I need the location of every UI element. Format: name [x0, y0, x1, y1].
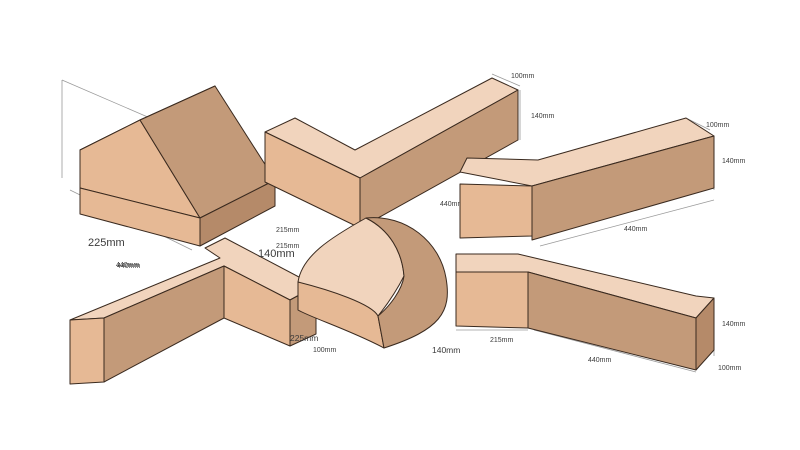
angle-bottom-dim-215: 215mm — [490, 337, 514, 344]
dimension-line — [539, 199, 715, 247]
corner-bottom-dim-440: 440mm — [116, 262, 140, 269]
corner-brick-top: 100mm 140mm 440mm — [264, 73, 555, 229]
corner-top-dim-140: 140mm — [531, 113, 555, 120]
cant-dim-215: 215mm — [276, 243, 300, 250]
angle-bottom-dim-440: 440mm — [588, 357, 612, 364]
cant-dim-440: 440mm — [117, 263, 141, 270]
cant-brick: 225mm 440mm 215mm — [61, 79, 300, 270]
center-dim-140: 140mm — [258, 248, 295, 260]
brick-face-front — [459, 183, 533, 239]
brick-face-front — [69, 317, 105, 385]
angle-top-dim-140: 140mm — [722, 158, 746, 165]
dimension-line — [61, 79, 151, 119]
angle-brick-top: 100mm 140mm 440mm — [459, 117, 746, 247]
dimension-line — [491, 73, 521, 87]
bullnose-brick: 215mm 140mm — [276, 217, 460, 355]
bullnose-dim-140: 140mm — [432, 345, 460, 355]
brick-face-front — [455, 271, 529, 329]
brick-face-end — [695, 297, 715, 371]
bullnose-dim-215: 215mm — [276, 227, 300, 234]
brick-face-base-front — [79, 187, 201, 247]
dimension-line — [533, 329, 697, 373]
corner-bottom-dim-225: 225mm — [290, 333, 318, 343]
angle-brick-bottom: 140mm 215mm 440mm 100mm — [455, 253, 746, 373]
angle-bottom-dim-140: 140mm — [722, 321, 746, 328]
brick-face-side — [359, 89, 519, 229]
corner-top-dim-100: 100mm — [511, 73, 535, 80]
brick-face-curved — [365, 217, 448, 349]
angle-bottom-dim-100: 100mm — [718, 365, 742, 372]
cant-dim-225: 225mm — [88, 237, 125, 249]
angle-top-dim-100: 100mm — [706, 122, 730, 129]
angle-top-dim-440: 440mm — [624, 226, 648, 233]
brick-face-side — [531, 135, 715, 241]
corner-top-dim-440: 440mm — [440, 201, 464, 208]
corner-bottom-dim-100: 100mm — [313, 347, 337, 354]
corner-brick-bottom: 440mm 140mm 225mm 100mm — [69, 237, 350, 385]
